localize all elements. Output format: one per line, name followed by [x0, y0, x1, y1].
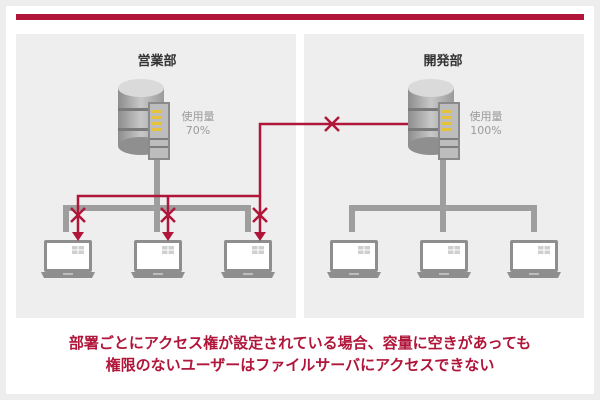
sales-connector-tree	[63, 160, 251, 232]
dev-usage: 使用量 100%	[466, 110, 506, 138]
sales-laptop-1-icon	[40, 239, 96, 279]
usage-value: 70%	[185, 124, 211, 137]
dev-laptop-2-icon	[416, 239, 472, 279]
usage-label: 使用量	[469, 110, 503, 123]
sales-usage: 使用量 70%	[178, 110, 218, 138]
caption: 部署ごとにアクセス権が設定されている場合、容量に空きがあっても 権限のないユーザ…	[0, 332, 600, 376]
sales-department-title: 営業部	[137, 54, 177, 69]
usage-value: 100%	[470, 124, 502, 137]
caption-line-1: 部署ごとにアクセス権が設定されている場合、容量に空きがあっても	[68, 334, 532, 352]
sales-file-server-icon	[118, 79, 170, 160]
sales-laptop-3-icon	[220, 239, 276, 279]
usage-label: 使用量	[181, 110, 215, 123]
dev-connector-tree	[349, 160, 537, 232]
dev-file-server-icon	[408, 79, 460, 160]
dev-laptop-1-icon	[326, 239, 382, 279]
caption-line-2: 権限のないユーザーはファイルサーバにアクセスできない	[105, 356, 495, 374]
access-arrowheads	[72, 232, 266, 241]
dev-department-title: 開発部	[423, 54, 463, 69]
dev-laptop-3-icon	[506, 239, 562, 279]
top-accent-bar	[16, 14, 584, 20]
sales-laptop-2-icon	[130, 239, 186, 279]
